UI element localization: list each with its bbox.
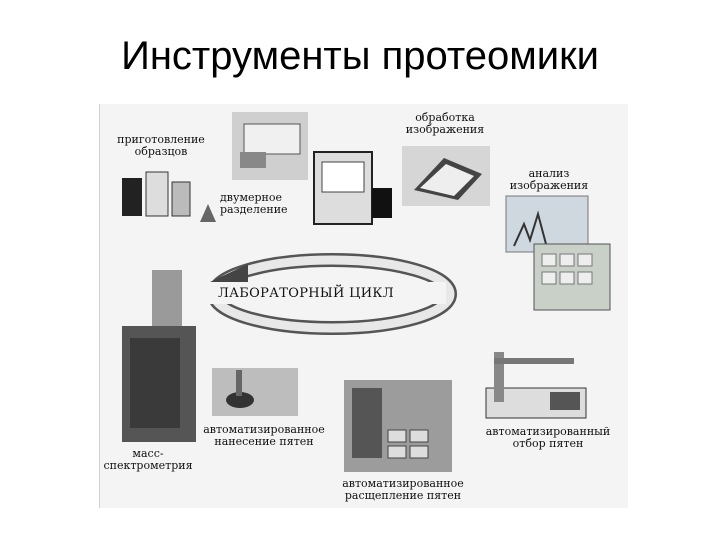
gel-electrophoresis-image	[230, 110, 310, 182]
2d-separation-device-image	[312, 148, 394, 230]
spot-deposition-robot-image	[210, 366, 300, 418]
step-label-mass-spectrometry: масс-спектрометрия	[100, 448, 196, 472]
spot-digestion-robot-image	[342, 378, 454, 474]
slide-title: Инструменты протеомики	[0, 34, 720, 79]
spot-picking-robot-image	[480, 348, 590, 424]
image-analysis-screens-image	[504, 194, 612, 312]
cycle-label: ЛАБОРАТОРНЫЙ ЦИКЛ	[218, 286, 394, 301]
proteomics-cycle-figure: ЛАБОРАТОРНЫЙ ЦИКЛ	[99, 104, 628, 508]
sample-prep-bottles-image	[112, 164, 222, 226]
mass-spectrometer-image	[102, 266, 198, 446]
image-scanner-image	[400, 144, 492, 208]
